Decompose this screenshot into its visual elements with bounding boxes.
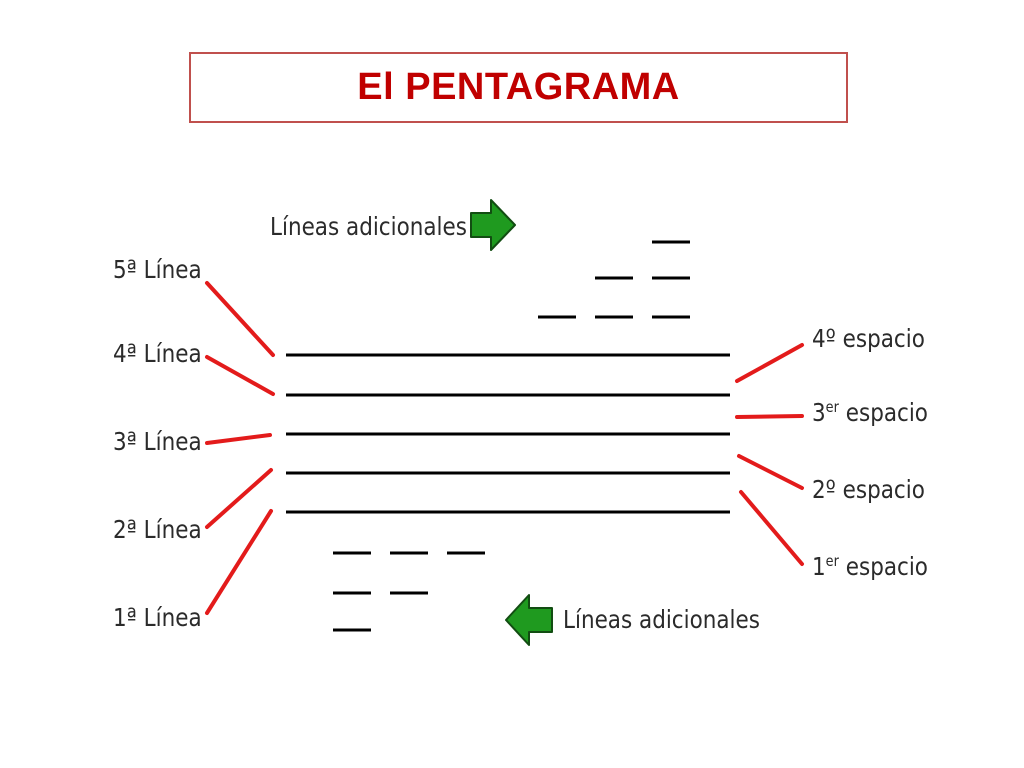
pointer-line-3 <box>205 433 272 445</box>
label-line-1: 1ª Línea <box>113 603 202 632</box>
space-number: 4 <box>812 324 826 353</box>
label-line-5: 5ª Línea <box>113 255 202 284</box>
space-word: º espacio <box>825 324 925 353</box>
pointer-space-4 <box>735 343 804 383</box>
pointer-space-1 <box>739 490 804 566</box>
pointer-line-4 <box>205 355 275 396</box>
space-word: espacio <box>838 552 928 581</box>
label-space-4: 4º espacio <box>812 326 925 351</box>
space-pointers <box>735 343 804 566</box>
pointer-line-1 <box>205 509 273 615</box>
space-ordinal: er <box>825 398 839 416</box>
staff-lines <box>286 353 730 514</box>
pointer-line-5 <box>205 281 275 357</box>
pointer-line-2 <box>205 468 273 529</box>
space-ordinal: er <box>825 552 839 570</box>
label-space-2: 2º espacio <box>812 477 925 502</box>
line-pointers <box>205 281 275 615</box>
arrow-left-icon <box>505 594 553 646</box>
page-title: El PENTAGRAMA <box>357 66 680 108</box>
space-number: 3 <box>812 398 826 427</box>
label-ledger-below: Líneas adicionales <box>563 605 760 634</box>
space-word: º espacio <box>825 475 925 504</box>
space-number: 2 <box>812 475 826 504</box>
space-number: 1 <box>812 552 826 581</box>
ledger-lines-below <box>333 551 485 632</box>
title-box: El PENTAGRAMA <box>189 52 848 123</box>
pointer-space-3 <box>735 414 804 419</box>
label-line-4: 4ª Línea <box>113 339 202 368</box>
ledger-lines-above <box>538 240 690 319</box>
label-ledger-above: Líneas adicionales <box>270 212 467 241</box>
label-space-3: 3er espacio <box>812 398 928 427</box>
label-line-2: 2ª Línea <box>113 515 202 544</box>
label-line-3: 3ª Línea <box>113 427 202 456</box>
pointer-space-2 <box>737 454 804 490</box>
arrow-right-icon <box>470 199 516 251</box>
label-space-1: 1er espacio <box>812 552 928 581</box>
space-word: espacio <box>838 398 928 427</box>
